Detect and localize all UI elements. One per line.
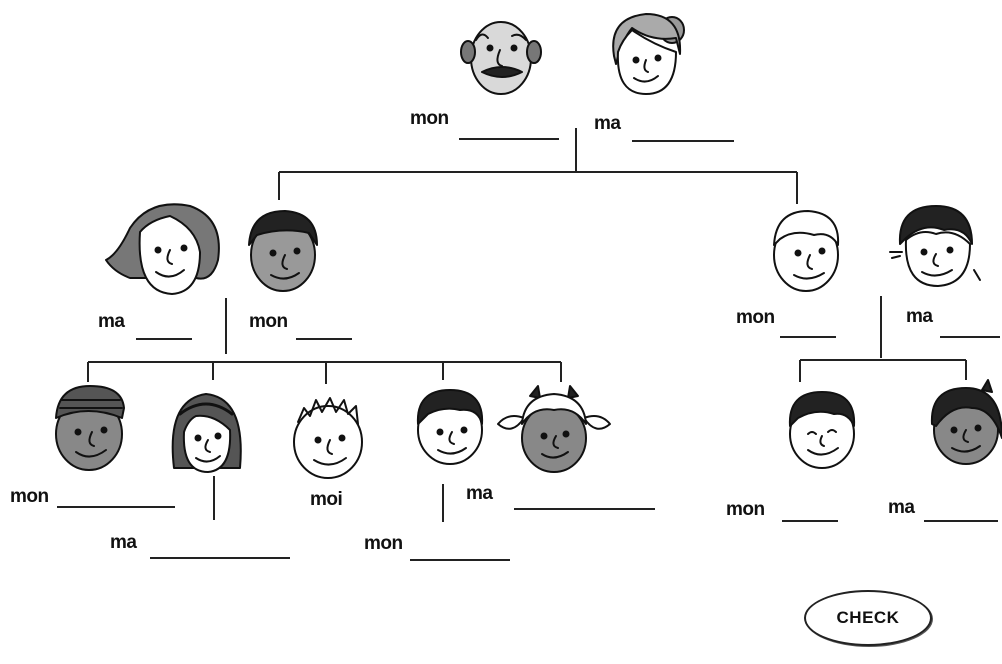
mother-blank[interactable]	[940, 336, 1000, 338]
grandmother-face-icon	[612, 13, 685, 95]
cousin-boy-2-face-icon	[416, 389, 484, 465]
cousin-boy-blank[interactable]	[57, 506, 175, 508]
uncle-face-icon	[248, 210, 318, 292]
cousin-girl-face-icon	[171, 393, 242, 473]
cousin-girl-2-label: ma	[466, 483, 493, 504]
aunt-blank[interactable]	[136, 338, 192, 340]
cousin-girl-blank[interactable]	[150, 557, 290, 559]
uncle-label: mon	[249, 311, 288, 332]
sister-blank[interactable]	[924, 520, 998, 522]
mother-label: ma	[906, 306, 933, 327]
father-face-icon	[773, 210, 840, 292]
cousin-boy-label: mon	[10, 486, 49, 507]
grandmother-label: ma	[594, 113, 621, 134]
sister-label: ma	[888, 497, 915, 518]
cousin-boy-face-icon	[55, 385, 125, 471]
check-button[interactable]: CHECK	[804, 590, 932, 646]
father-label: mon	[736, 307, 775, 328]
grandmother-blank[interactable]	[632, 140, 734, 142]
cousin-boy-2-blank[interactable]	[410, 559, 510, 561]
mother-face-icon	[889, 205, 981, 287]
self-face-icon	[293, 397, 363, 479]
cousin-girl-2-face-icon	[497, 385, 611, 473]
cousin-girl-label: ma	[110, 532, 137, 553]
uncle-blank[interactable]	[296, 338, 352, 340]
brother-blank[interactable]	[782, 520, 838, 522]
father-blank[interactable]	[780, 336, 836, 338]
self-label: moi	[310, 489, 343, 510]
brother-face-icon	[788, 391, 856, 469]
cousin-girl-2-blank[interactable]	[514, 508, 655, 510]
grandfather-label: mon	[410, 108, 449, 129]
brother-label: mon	[726, 499, 765, 520]
aunt-face-icon	[105, 203, 220, 295]
grandfather-face-icon	[460, 21, 542, 95]
aunt-label: ma	[98, 311, 125, 332]
grandfather-blank[interactable]	[459, 138, 559, 140]
sister-face-icon	[930, 379, 1002, 465]
cousin-boy-2-label: mon	[364, 533, 403, 554]
